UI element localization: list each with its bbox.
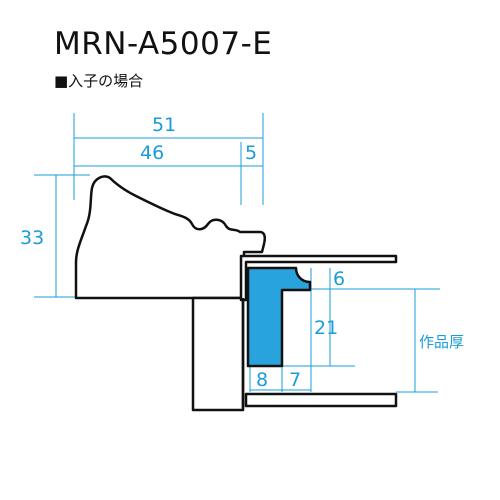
insert-case-subtitle: ■入子の場合 [54, 72, 144, 90]
label-51: 51 [152, 114, 176, 136]
label-46: 46 [140, 142, 164, 164]
moulding-body [74, 175, 267, 300]
label-33: 33 [20, 227, 44, 249]
label-5: 5 [245, 142, 257, 164]
back-stile [191, 296, 245, 412]
product-code-title: MRN-A5007-E [54, 26, 273, 62]
label-6: 6 [333, 268, 345, 290]
insert-piece [246, 266, 312, 368]
label-7: 7 [289, 369, 301, 391]
glazing-top [239, 254, 398, 302]
moulding-profile [74, 175, 398, 412]
label-21: 21 [314, 317, 338, 339]
label-artwork-thickness: 作品厚 [419, 333, 464, 351]
backing-board [244, 392, 398, 408]
label-8: 8 [256, 369, 268, 391]
